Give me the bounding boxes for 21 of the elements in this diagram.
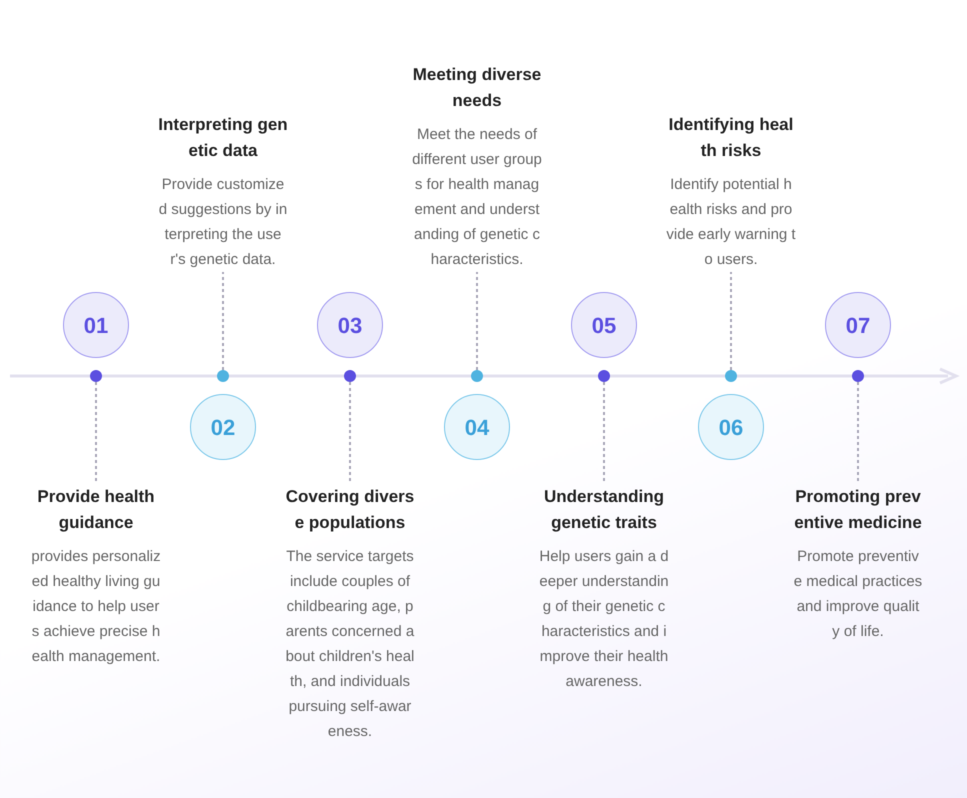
step-description: Help users gain a deeper understanding of their genetic characteristics and improve their health awareness. [539, 547, 669, 692]
dotted-connector [349, 382, 351, 484]
step-description: Meet the needs of different user groups for health management and understanding of genetic characteristics. [412, 125, 542, 270]
step-description: Promote preventive medical practices and improve quality of life. [793, 547, 923, 642]
step-description: provides personalized healthy living guidance to help users achieve precise health management. [31, 547, 161, 667]
step-title: Interpreting genetic data [158, 114, 288, 162]
dotted-connector [476, 272, 478, 370]
step-description: Provide customized suggestions by interpreting the user's genetic data. [158, 175, 288, 270]
step-title: Promoting preventive medicine [793, 486, 923, 534]
dotted-connector [603, 382, 605, 484]
step-title: Understanding genetic traits [543, 486, 665, 534]
step-title: Covering diverse populations [285, 486, 415, 534]
dotted-connector [730, 272, 732, 370]
dotted-connector [95, 382, 97, 484]
step-title: Provide health guidance [36, 486, 156, 534]
dotted-connector [857, 382, 859, 484]
dotted-connector [222, 272, 224, 370]
step-description: Identify potential health risks and provide early warning to users. [666, 175, 796, 270]
step-title: Meeting diverse needs [412, 64, 542, 112]
step-description: The service targets include couples of childbearing age, parents concerned about children's health, and individuals pursuing self-awareness. [285, 547, 415, 742]
step-title: Identifying health risks [668, 114, 794, 162]
